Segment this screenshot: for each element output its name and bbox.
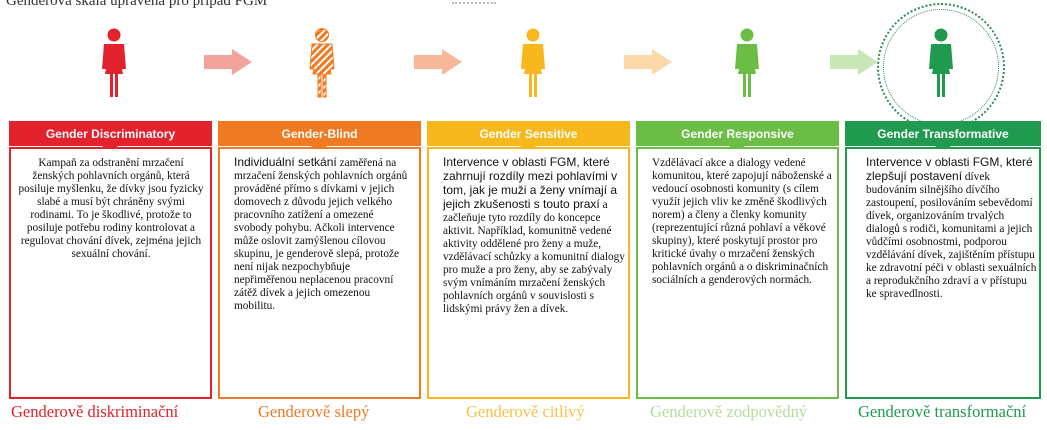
page-title: Genderová škála upravená pro případ FGM — [6, 0, 268, 9]
stage-panel-transformative — [845, 147, 1041, 399]
stage-caption-responsive: Genderově zodpovědný — [650, 402, 808, 421]
stage-body: Vzdělávací akce a dialogy vedené komunit… — [652, 157, 832, 286]
arrow-right-icon — [830, 49, 878, 75]
stage-body: zaměřená na mrzačení ženských pohlavních… — [234, 157, 408, 312]
stage-text-responsive: Vzdělávací akce a dialogy vedené komunit… — [652, 156, 834, 287]
stage-header-sensitive: Gender Sensitive — [427, 121, 630, 146]
woman-figure-icon-blind — [309, 28, 335, 98]
arrow-right-icon — [624, 49, 672, 75]
stage-body: Kampaň za odstranění mrzačení ženských p… — [18, 157, 204, 260]
stage-lead: Intervence v oblasti FGM, které zahrnují… — [443, 155, 618, 211]
stage-text-transformative: Intervence v oblasti FGM, které zlepšují… — [866, 155, 1038, 301]
stage-caption-discriminatory: Genderově diskriminační — [11, 402, 179, 421]
stage-header-transformative: Gender Transformative — [845, 121, 1041, 146]
stage-header-blind: Gender-Blind — [218, 121, 421, 146]
stage-header-discriminatory: Gender Discriminatory — [9, 121, 212, 146]
stage-caption-sensitive: Genderově citlivý — [466, 402, 585, 421]
stage-panel-sensitive — [427, 147, 630, 399]
stage-caption-transformative: Genderově transformační — [858, 402, 1027, 421]
decorative-dots — [452, 2, 496, 7]
arrow-right-icon — [414, 49, 462, 75]
stage-lead: Intervence v oblasti FGM, které zlepšují… — [866, 155, 1033, 183]
stage-panel-blind — [218, 147, 421, 399]
stage-text-discriminatory: Kampaň za odstranění mrzačení ženských p… — [18, 156, 204, 261]
woman-figure-icon-discriminatory — [102, 28, 126, 97]
stage-caption-blind: Genderově slepý — [258, 402, 370, 421]
stage-body: dívek budováním silnějšího dívčího zasto… — [866, 171, 1037, 300]
stage-panel-responsive — [636, 147, 839, 399]
arrow-right-icon — [204, 49, 252, 75]
woman-figure-icon-transformative — [929, 28, 953, 97]
woman-figure-icon-responsive — [735, 28, 759, 97]
woman-figure-icon-sensitive — [521, 28, 545, 97]
stage-panel-discriminatory — [9, 147, 212, 399]
stage-text-blind: Individuální setkání zaměřená na mrzačen… — [234, 155, 414, 313]
stage-text-sensitive: Intervence v oblasti FGM, které zahrnují… — [443, 155, 625, 316]
stage-header-responsive: Gender Responsive — [636, 121, 839, 146]
stage-lead: Individuální setkání — [234, 155, 337, 169]
stage-body: a začleňuje tyto rozdíly do koncepce akt… — [443, 199, 625, 315]
